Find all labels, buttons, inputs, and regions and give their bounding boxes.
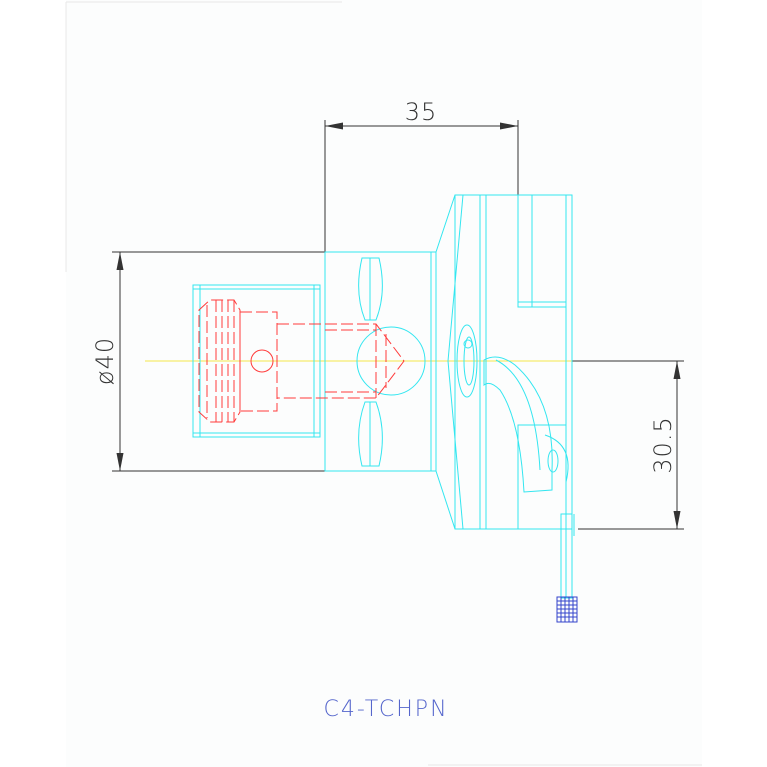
cylinder-body bbox=[192, 284, 321, 438]
wing-lower bbox=[358, 401, 383, 467]
visible-outline bbox=[192, 194, 575, 599]
dimension-lines bbox=[112, 120, 684, 530]
housing-slot bbox=[517, 194, 567, 308]
lever-eye bbox=[547, 449, 559, 473]
dimension-width-label: 35 bbox=[405, 98, 438, 126]
clamp-lever bbox=[483, 356, 553, 493]
lever-pivot-outer bbox=[456, 324, 478, 398]
hidden-hole bbox=[250, 349, 274, 373]
lever-pivot-inner bbox=[463, 336, 475, 386]
part-number-label: C4-TCHPN bbox=[323, 697, 448, 722]
wing-upper bbox=[358, 257, 383, 321]
wing-hub bbox=[356, 326, 426, 396]
knurled-knob bbox=[556, 596, 578, 623]
dimension-height-label: 30.5 bbox=[649, 416, 677, 473]
dimension-arrows bbox=[116, 122, 681, 529]
dimension-diameter-label: ø40 bbox=[91, 337, 119, 385]
lever-block bbox=[517, 424, 567, 530]
hidden-lines bbox=[198, 299, 405, 423]
sheet-background bbox=[66, 0, 702, 767]
